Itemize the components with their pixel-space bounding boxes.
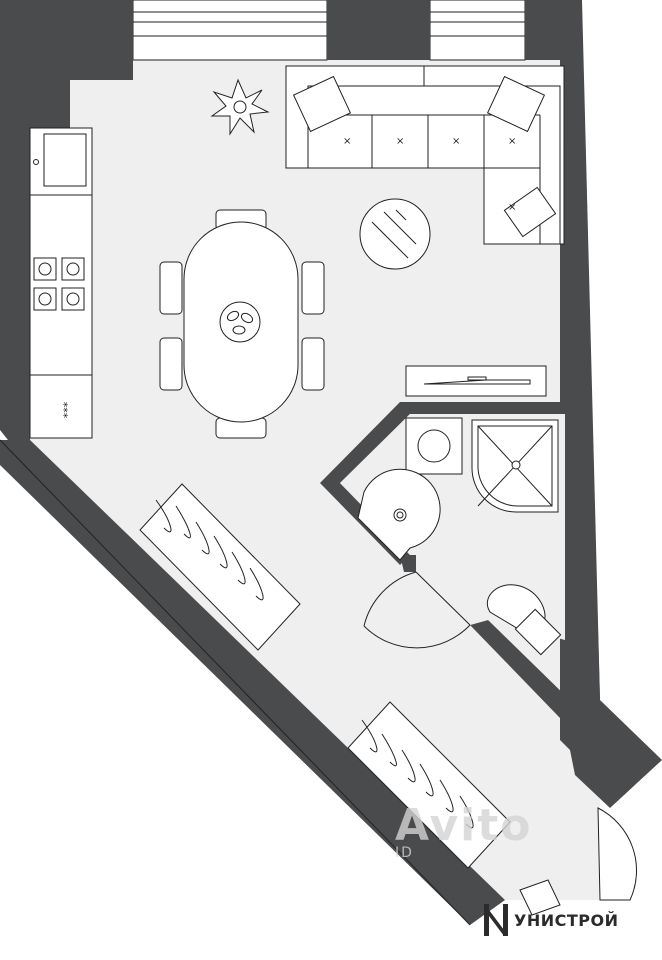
top-windows	[132, 0, 526, 61]
unistroy-logo-icon	[484, 904, 508, 936]
brand-name: УНИСТРОЙ	[514, 910, 619, 930]
brand-logo: УНИСТРОЙ	[484, 900, 619, 940]
outer-lines	[0, 439, 471, 926]
svg-text:×: ×	[343, 136, 351, 147]
coffee-table	[359, 198, 431, 270]
entry-door	[519, 807, 637, 916]
stove-icon	[33, 257, 85, 311]
watermark-subtext: ID	[395, 845, 414, 861]
washbasin-icon	[357, 468, 441, 561]
stove-marker: ***	[57, 402, 70, 419]
washing-machine-icon	[405, 417, 463, 475]
walls	[0, 0, 662, 925]
floor-plant-icon	[210, 78, 270, 136]
watermark: Avito ID	[395, 800, 595, 870]
diagonal-window-lower	[347, 701, 511, 869]
sink-icon	[33, 133, 87, 187]
sofa: × × × × ×	[285, 65, 565, 245]
tv-stand	[405, 365, 547, 397]
svg-text:×: ×	[396, 136, 404, 147]
toilet-icon	[486, 584, 562, 656]
bathroom-door	[363, 571, 471, 649]
diagonal-window-upper	[139, 483, 301, 651]
svg-text:×: ×	[452, 136, 460, 147]
shower-icon	[471, 419, 559, 513]
plant-icon	[219, 301, 261, 343]
svg-text:×: ×	[508, 202, 516, 213]
svg-text:×: ×	[508, 136, 516, 147]
watermark-text: Avito	[395, 800, 533, 851]
